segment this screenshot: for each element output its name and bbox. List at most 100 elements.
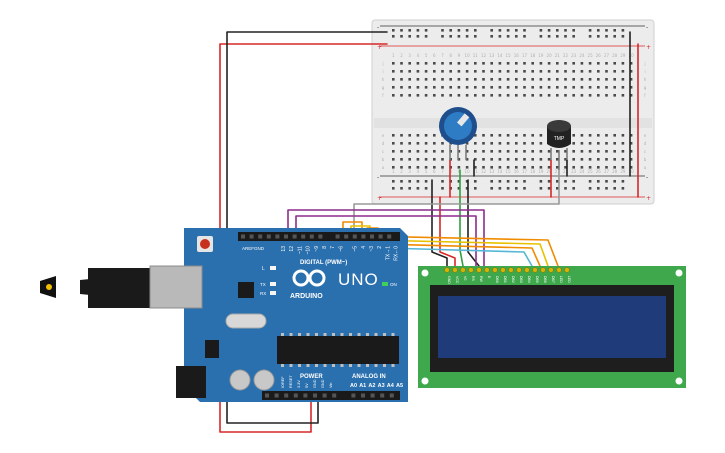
terminal-top-hole[interactable]	[490, 78, 493, 81]
rail-bottom-hole[interactable]	[588, 187, 592, 190]
rail-top-hole[interactable]	[490, 35, 493, 38]
terminal-top-hole[interactable]	[408, 62, 411, 65]
digital-pin-hole[interactable]	[378, 234, 383, 239]
terminal-top-hole[interactable]	[474, 78, 477, 81]
terminal-bottom-hole[interactable]	[400, 150, 403, 153]
terminal-top-hole[interactable]	[629, 86, 633, 89]
terminal-top-hole[interactable]	[597, 78, 600, 81]
rail-bottom-hole[interactable]	[465, 180, 469, 183]
terminal-top-hole[interactable]	[441, 86, 444, 89]
rail-top-hole[interactable]	[605, 35, 608, 38]
terminal-bottom-hole[interactable]	[490, 142, 493, 145]
terminal-top-hole[interactable]	[539, 62, 543, 65]
rail-top-hole[interactable]	[539, 35, 543, 38]
rail-bottom-hole[interactable]	[572, 180, 575, 183]
lcd-pin[interactable]	[524, 267, 530, 273]
terminal-bottom-hole[interactable]	[572, 150, 575, 153]
rail-top-hole[interactable]	[449, 35, 452, 38]
terminal-top-hole[interactable]	[498, 62, 502, 65]
bottom-pin-hole[interactable]	[322, 393, 327, 398]
rail-bottom-hole[interactable]	[490, 180, 493, 183]
digital-pin-hole[interactable]	[266, 234, 271, 239]
terminal-bottom-hole[interactable]	[547, 150, 551, 153]
digital-pin-hole[interactable]	[318, 234, 323, 239]
digital-pin-hole[interactable]	[275, 234, 280, 239]
rail-bottom-hole[interactable]	[621, 180, 625, 183]
terminal-top-hole[interactable]	[408, 86, 411, 89]
terminal-top-hole[interactable]	[605, 70, 608, 73]
rail-top-hole[interactable]	[547, 29, 551, 32]
terminal-bottom-hole[interactable]	[547, 158, 551, 161]
terminal-bottom-hole[interactable]	[416, 150, 420, 153]
terminal-bottom-hole[interactable]	[400, 166, 403, 169]
rail-bottom-hole[interactable]	[408, 187, 411, 190]
terminal-top-hole[interactable]	[498, 78, 502, 81]
terminal-top-hole[interactable]	[449, 78, 452, 81]
terminal-top-hole[interactable]	[392, 86, 395, 89]
rail-top-hole[interactable]	[588, 35, 592, 38]
terminal-bottom-hole[interactable]	[580, 150, 584, 153]
digital-pin-hole[interactable]	[249, 234, 254, 239]
terminal-bottom-hole[interactable]	[498, 150, 502, 153]
rail-top-hole[interactable]	[474, 29, 477, 32]
terminal-top-hole[interactable]	[441, 62, 444, 65]
terminal-bottom-hole[interactable]	[515, 150, 518, 153]
terminal-bottom-hole[interactable]	[564, 166, 567, 169]
terminal-top-hole[interactable]	[392, 94, 395, 97]
rail-bottom-hole[interactable]	[490, 187, 493, 190]
digital-pin-hole[interactable]	[241, 234, 245, 239]
rail-top-hole[interactable]	[588, 29, 592, 32]
terminal-top-hole[interactable]	[588, 86, 592, 89]
terminal-top-hole[interactable]	[588, 70, 592, 73]
rail-top-hole[interactable]	[400, 35, 403, 38]
terminal-top-hole[interactable]	[441, 78, 444, 81]
terminal-bottom-hole[interactable]	[621, 166, 625, 169]
terminal-bottom-hole[interactable]	[506, 150, 510, 153]
terminal-bottom-hole[interactable]	[531, 134, 534, 137]
terminal-top-hole[interactable]	[580, 62, 584, 65]
rail-top-hole[interactable]	[490, 29, 493, 32]
terminal-top-hole[interactable]	[580, 78, 584, 81]
terminal-top-hole[interactable]	[605, 62, 608, 65]
terminal-top-hole[interactable]	[474, 62, 477, 65]
rail-bottom-hole[interactable]	[515, 187, 518, 190]
terminal-top-hole[interactable]	[433, 78, 436, 81]
bottom-pin-hole[interactable]	[370, 393, 375, 398]
rail-bottom-hole[interactable]	[547, 187, 551, 190]
terminal-top-hole[interactable]	[482, 70, 485, 73]
terminal-top-hole[interactable]	[465, 78, 469, 81]
terminal-top-hole[interactable]	[539, 94, 543, 97]
terminal-bottom-hole[interactable]	[424, 166, 428, 169]
terminal-top-hole[interactable]	[556, 78, 559, 81]
rail-bottom-hole[interactable]	[547, 180, 551, 183]
rail-top-hole[interactable]	[572, 35, 575, 38]
terminal-top-hole[interactable]	[457, 94, 461, 97]
terminal-top-hole[interactable]	[408, 70, 411, 73]
rail-bottom-hole[interactable]	[506, 187, 510, 190]
rail-bottom-hole[interactable]	[424, 187, 428, 190]
rail-top-hole[interactable]	[515, 29, 518, 32]
terminal-bottom-hole[interactable]	[482, 142, 485, 145]
terminal-bottom-hole[interactable]	[498, 158, 502, 161]
terminal-bottom-hole[interactable]	[465, 166, 469, 169]
terminal-bottom-hole[interactable]	[490, 150, 493, 153]
terminal-bottom-hole[interactable]	[408, 166, 411, 169]
rail-bottom-hole[interactable]	[605, 180, 608, 183]
rail-top-hole[interactable]	[424, 35, 428, 38]
bottom-pin-hole[interactable]	[293, 393, 298, 398]
terminal-top-hole[interactable]	[629, 62, 633, 65]
terminal-bottom-hole[interactable]	[523, 166, 526, 169]
digital-pin-hole[interactable]	[258, 234, 263, 239]
rail-bottom-hole[interactable]	[564, 180, 567, 183]
terminal-bottom-hole[interactable]	[474, 142, 477, 145]
lcd-pin[interactable]	[460, 267, 466, 273]
wire-red-5v[interactable]	[219, 43, 388, 433]
terminal-bottom-hole[interactable]	[523, 158, 526, 161]
temperature-sensor[interactable]: TMP	[547, 120, 571, 170]
terminal-top-hole[interactable]	[597, 70, 600, 73]
rail-bottom-hole[interactable]	[556, 180, 559, 183]
bottom-pin-hole[interactable]	[389, 393, 394, 398]
terminal-bottom-hole[interactable]	[523, 134, 526, 137]
terminal-top-hole[interactable]	[400, 62, 403, 65]
terminal-bottom-hole[interactable]	[580, 158, 584, 161]
